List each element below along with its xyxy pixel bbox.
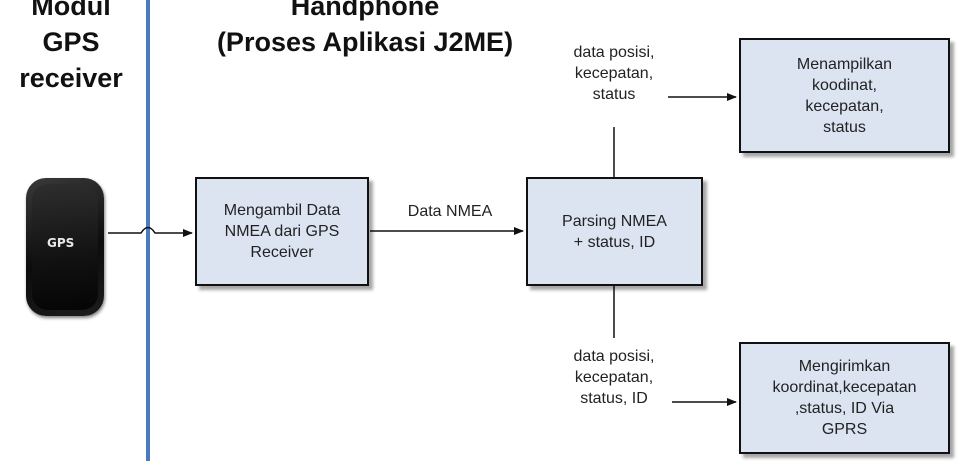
- label-data-nmea: Data NMEA: [380, 201, 520, 222]
- box-tampil-line: Menampilkan: [797, 54, 892, 75]
- box-parsing-nmea: Parsing NMEA + status, ID: [526, 177, 703, 286]
- label-lower-line: status, ID: [580, 388, 648, 409]
- box-ambil-line: Receiver: [224, 242, 341, 263]
- box-mengirimkan: Mengirimkan koordinat,kecepatan ,status,…: [739, 342, 950, 454]
- box-kirim-line: ,status, ID Via: [772, 398, 916, 419]
- box-kirim-line: Mengirimkan: [772, 356, 916, 377]
- label-upper-line: status: [593, 84, 636, 105]
- label-upper-line: kecepatan,: [575, 63, 653, 84]
- label-upper-output: data posisi, kecepatan, status: [560, 42, 668, 105]
- box-tampil-line: kecepatan,: [797, 96, 892, 117]
- label-lower-output: data posisi, kecepatan, status, ID: [556, 346, 672, 409]
- box-parsing-line: Parsing NMEA: [562, 211, 667, 232]
- label-data-nmea-text: Data NMEA: [408, 201, 492, 222]
- box-tampil-line: status: [797, 117, 892, 138]
- box-kirim-line: koordinat,kecepatan: [772, 377, 916, 398]
- box-ambil-line: NMEA dari GPS: [224, 221, 341, 242]
- label-lower-line: data posisi,: [574, 346, 655, 367]
- box-parsing-line: + status, ID: [562, 232, 667, 253]
- box-ambil-line: Mengambil Data: [224, 200, 341, 221]
- label-lower-line: kecepatan,: [575, 367, 653, 388]
- arrow-device-to-ambil: [108, 228, 192, 234]
- box-tampil-line: koodinat,: [797, 75, 892, 96]
- box-ambil-data: Mengambil Data NMEA dari GPS Receiver: [195, 177, 369, 286]
- box-kirim-line: GPRS: [772, 419, 916, 440]
- label-upper-line: data posisi,: [574, 42, 655, 63]
- box-menampilkan: Menampilkan koodinat, kecepatan, status: [739, 38, 950, 153]
